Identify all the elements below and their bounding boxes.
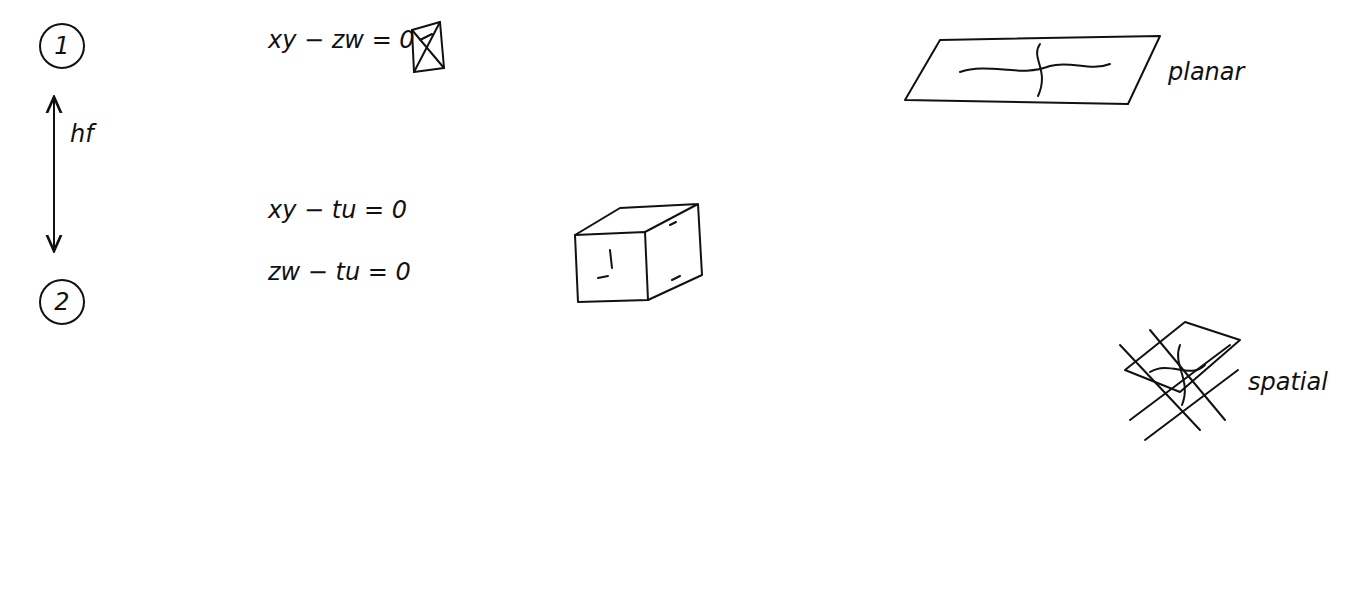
equation-label: xy − zw = 0	[268, 26, 415, 54]
circled-number: 2	[39, 279, 85, 325]
node-number: 2	[54, 288, 69, 316]
sketch-label: planar	[1168, 58, 1244, 86]
circled-number: 1	[39, 23, 85, 69]
equation-label: zw − tu = 0	[268, 258, 411, 286]
planar-sketch	[905, 36, 1160, 104]
spatial-sketch	[1120, 322, 1240, 440]
tetrahedron-sketch	[412, 22, 444, 72]
arrow-label: hf	[70, 120, 94, 148]
equation-label: xy − tu = 0	[268, 196, 407, 224]
node-number: 1	[54, 32, 69, 60]
sketch-label: spatial	[1248, 368, 1328, 396]
cube-sketch	[575, 204, 702, 302]
double-arrow	[53, 97, 55, 251]
